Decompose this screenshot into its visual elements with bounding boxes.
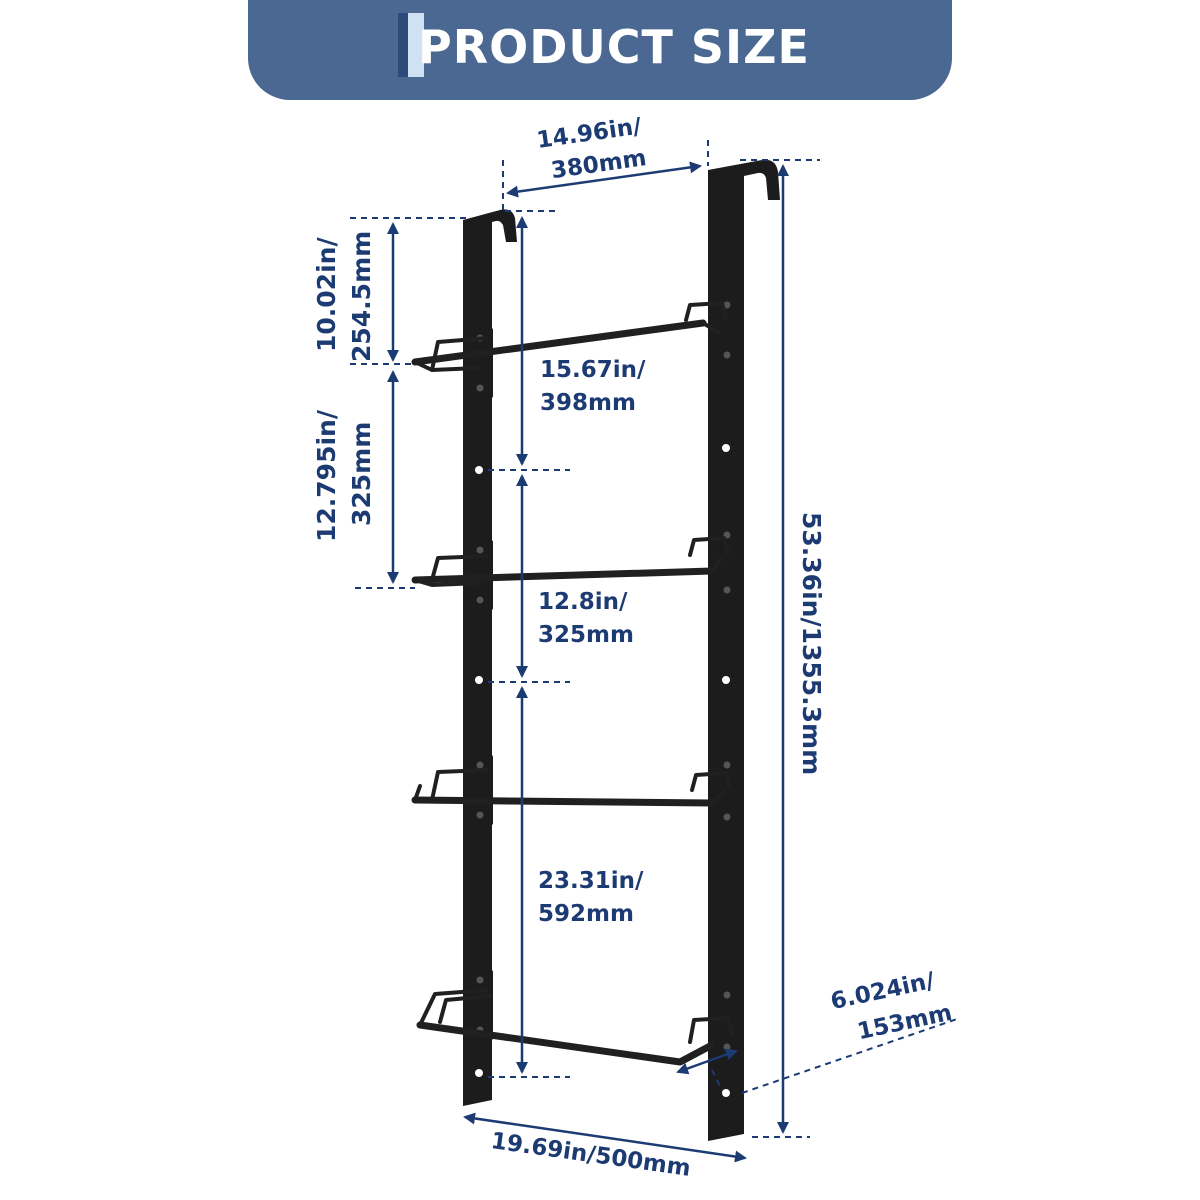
mount-hole bbox=[475, 1069, 483, 1077]
right-post bbox=[708, 159, 780, 1141]
shelf-1 bbox=[411, 301, 728, 372]
mount-hole bbox=[722, 444, 730, 452]
shelf1-shelf2-label-2: 325mm bbox=[538, 622, 634, 648]
post-shelf1-label-2: 398mm bbox=[540, 390, 636, 416]
dimension-lines bbox=[350, 140, 961, 1163]
mount-hole bbox=[722, 676, 730, 684]
rack bbox=[411, 159, 780, 1141]
mount-hole bbox=[475, 466, 483, 474]
top-gap-label-2: 254.5mm bbox=[347, 231, 376, 362]
shelf3-bottom-label-1: 23.31in/ bbox=[538, 868, 644, 894]
post-shelf1-label-1: 15.67in/ bbox=[540, 357, 646, 383]
shelf-gap-label-1: 12.795in/ bbox=[312, 409, 341, 542]
top-width-label-2: 380mm bbox=[549, 145, 648, 184]
header-accent-bar bbox=[398, 13, 426, 77]
left-post bbox=[463, 209, 517, 1106]
shelf1-shelf2-label-1: 12.8in/ bbox=[538, 589, 628, 615]
shelf-2 bbox=[411, 536, 730, 587]
shelf-gap-label-2: 325mm bbox=[347, 422, 376, 526]
mount-hole bbox=[722, 1089, 730, 1097]
shelf-3 bbox=[411, 768, 732, 807]
header-title: PRODUCT SIZE bbox=[418, 20, 810, 74]
mount-hole bbox=[475, 676, 483, 684]
shelf3-bottom-label-2: 592mm bbox=[538, 901, 634, 927]
dimension-labels: 14.96in/ 380mm 10.02in/ 254.5mm 12.795in… bbox=[312, 113, 954, 1181]
total-height-label: 53.36in/1355.3mm bbox=[797, 512, 826, 775]
header-banner bbox=[248, 0, 952, 100]
top-gap-label-1: 10.02in/ bbox=[312, 237, 341, 352]
